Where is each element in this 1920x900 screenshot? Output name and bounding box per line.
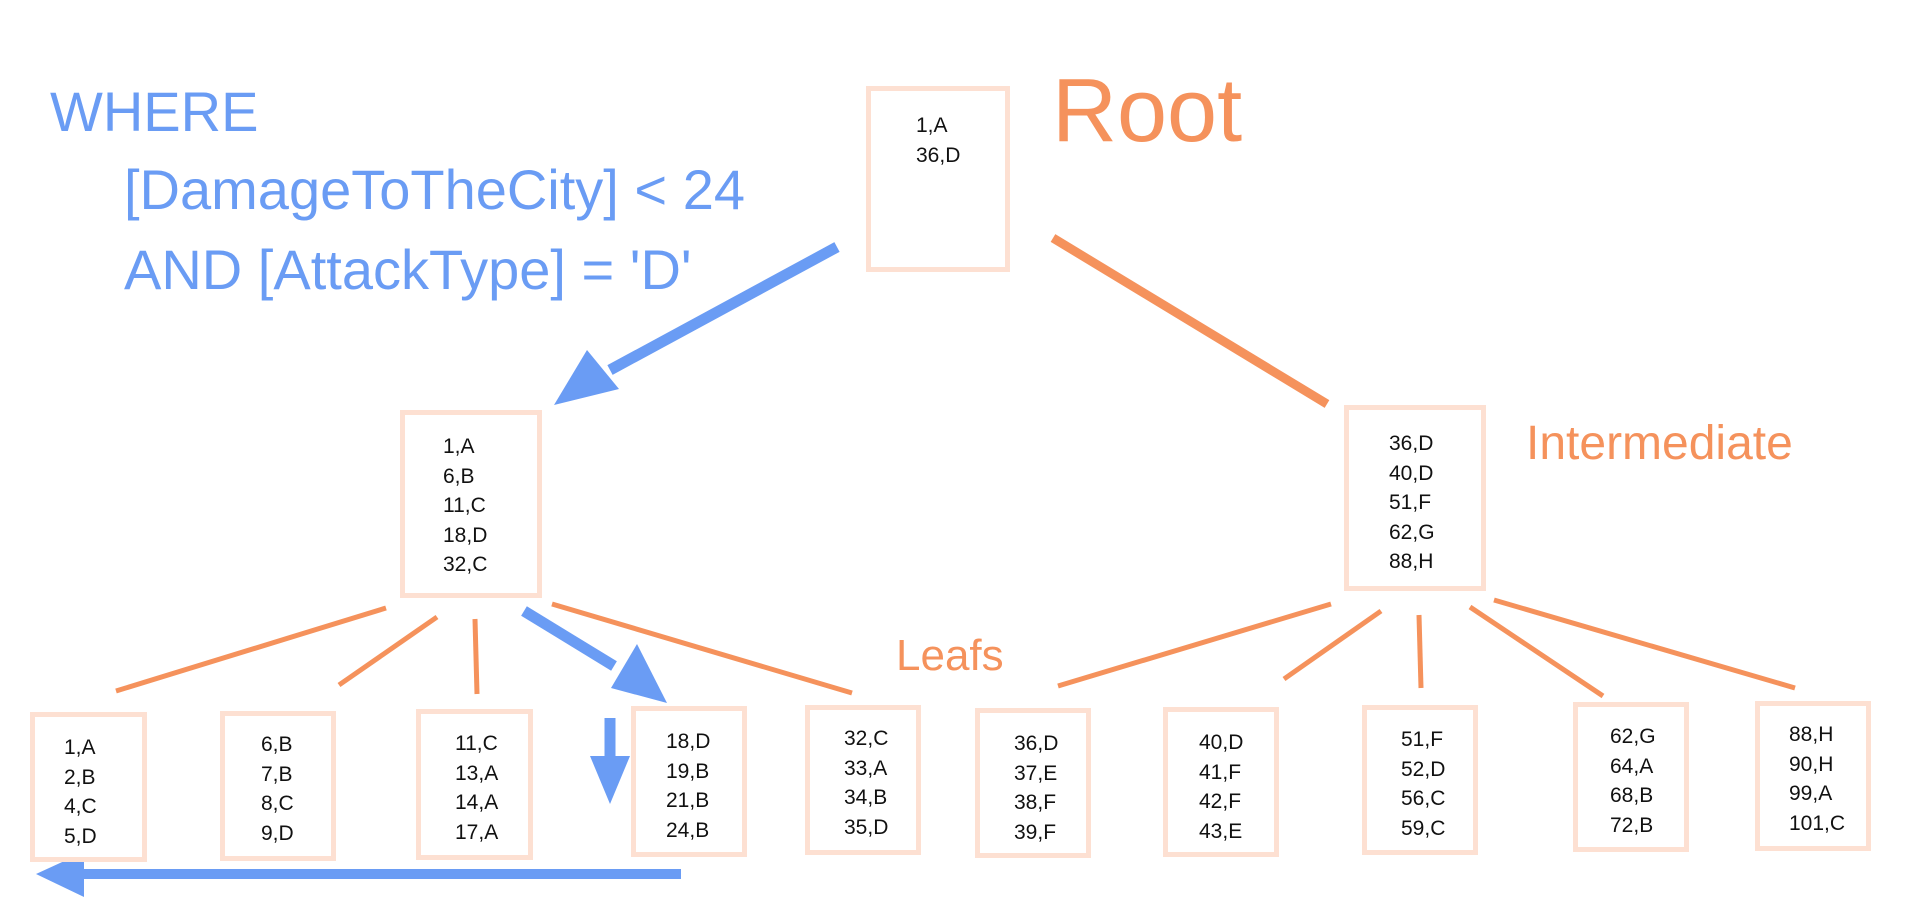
leaf-node-4: 18,D 19,B 21,B 24,B (631, 706, 747, 857)
leafs-level-label: Leafs (896, 631, 1004, 680)
edge-left-to-leaf-3 (472, 618, 480, 695)
node-entry: 42,F (1199, 790, 1242, 813)
edge-right-to-leaf-10 (1493, 597, 1796, 691)
node-entry: 11,C (455, 732, 498, 755)
node-entry: 88,H (1789, 723, 1834, 746)
node-entry: 17,A (455, 820, 499, 844)
node-entry: 37,E (1014, 761, 1058, 785)
node-entry: 41,F (1199, 760, 1242, 784)
node-entry: 90,H (1789, 752, 1834, 776)
edge-right-to-leaf-8 (1416, 614, 1424, 689)
node-entry: 38,F (1014, 791, 1057, 814)
root-node: 1,A 36,D (866, 86, 1010, 272)
edge-left-to-leaf-2 (337, 614, 439, 688)
leaf-node-6: 36,D 37,E 38,F 39,F (975, 708, 1091, 858)
edge-right-to-leaf-9 (1468, 604, 1605, 699)
scan-arrow-left-head (36, 852, 84, 897)
node-entry: 36,D (1014, 732, 1059, 755)
leaf-node-3: 11,C 13,A 14,A 17,A (416, 709, 533, 860)
node-entry: 64,A (1610, 754, 1654, 778)
node-entry: 7,B (261, 762, 293, 786)
edge-right-to-leaf-6 (1057, 601, 1332, 689)
node-entry: 18,D (666, 730, 711, 753)
node-entry: 36,D (1389, 432, 1434, 455)
node-entry: 13,A (455, 761, 499, 785)
edge-left-to-leaf-1 (115, 605, 387, 694)
leaf-node-2: 6,B 7,B 8,C 9,D (220, 711, 336, 861)
edge-right-to-leaf-7 (1282, 608, 1383, 682)
leaf-node-9: 62,G 64,A 68,B 72,B (1573, 702, 1689, 852)
node-entry: 19,B (666, 759, 710, 783)
seek-arrow-left-to-leaf-4-shaft (521, 606, 617, 671)
node-entry: 4,C (64, 795, 97, 818)
node-entry: 62,G (1389, 520, 1435, 544)
seek-arrow-left-to-leaf-4-head (611, 644, 667, 703)
intermediate-node-right: 36,D 40,D 51,F 62,G 88,H (1344, 405, 1486, 591)
node-entry: 14,A (455, 791, 499, 814)
node-entry: 62,G (1610, 725, 1656, 748)
node-entry: 68,B (1610, 784, 1654, 807)
node-entry: 99,A (1789, 782, 1833, 805)
leaf-node-5: 32,C 33,A 34,B 35,D (805, 705, 921, 855)
node-entry: 39,F (1014, 820, 1057, 844)
node-entry: 40,D (1389, 461, 1434, 485)
node-entry: 43,E (1199, 819, 1243, 843)
seek-arrow-root-to-left-head (554, 350, 619, 405)
node-entry: 21,B (666, 789, 710, 812)
node-entry: 24,B (666, 818, 710, 842)
node-entry: 32,C (443, 553, 488, 576)
node-entry: 101,C (1789, 811, 1846, 835)
node-entry: 9,D (261, 821, 294, 845)
node-entry: 5,D (64, 824, 97, 848)
node-entry: 11,C (443, 494, 486, 517)
node-entry: 6,B (443, 464, 475, 488)
node-entry: 34,B (844, 786, 888, 809)
node-entry: 18,D (443, 523, 488, 547)
intermediate-node-left: 1,A 6,B 11,C 18,D 32,C (400, 410, 542, 598)
query-where-keyword: WHERE (50, 80, 259, 143)
leaf-node-10: 88,H 90,H 99,A 101,C (1755, 701, 1871, 851)
node-entry: 6,B (261, 733, 293, 756)
node-entry: 1,A (64, 736, 96, 759)
node-entry: 59,C (1401, 816, 1446, 840)
leaf-node-7: 40,D 41,F 42,F 43,E (1163, 707, 1279, 857)
node-entry: 2,B (64, 765, 96, 789)
node-entry: 36,D (916, 143, 961, 167)
node-entry: 33,A (844, 756, 888, 780)
node-entry: 51,F (1401, 728, 1444, 751)
root-level-label: Root (1052, 61, 1243, 161)
node-entry: 8,C (261, 792, 294, 815)
node-entry: 1,A (916, 114, 948, 137)
node-entry: 88,H (1389, 550, 1434, 573)
seek-arrow-root-to-left-shaft (607, 242, 840, 375)
node-entry: 40,D (1199, 731, 1244, 754)
edge-root-to-intermediate-right (1050, 234, 1330, 408)
scan-arrow-down-head (590, 756, 630, 804)
node-entry: 51,F (1389, 491, 1432, 514)
intermediate-level-label: Intermediate (1526, 417, 1793, 470)
node-entry: 32,C (844, 727, 889, 750)
query-attack-type-condition: AND [AttackType] = 'D' (124, 238, 692, 301)
query-damage-condition: [DamageToTheCity] < 24 (124, 158, 745, 221)
node-entry: 52,D (1401, 757, 1446, 781)
leaf-node-1: 1,A 2,B 4,C 5,D (30, 712, 147, 862)
leaf-node-8: 51,F 52,D 56,C 59,C (1362, 705, 1478, 855)
edge-left-to-leaf-5 (551, 601, 853, 696)
node-entry: 56,C (1401, 787, 1446, 810)
node-entry: 35,D (844, 815, 889, 839)
node-entry: 72,B (1610, 813, 1654, 837)
node-entry: 1,A (443, 435, 475, 458)
